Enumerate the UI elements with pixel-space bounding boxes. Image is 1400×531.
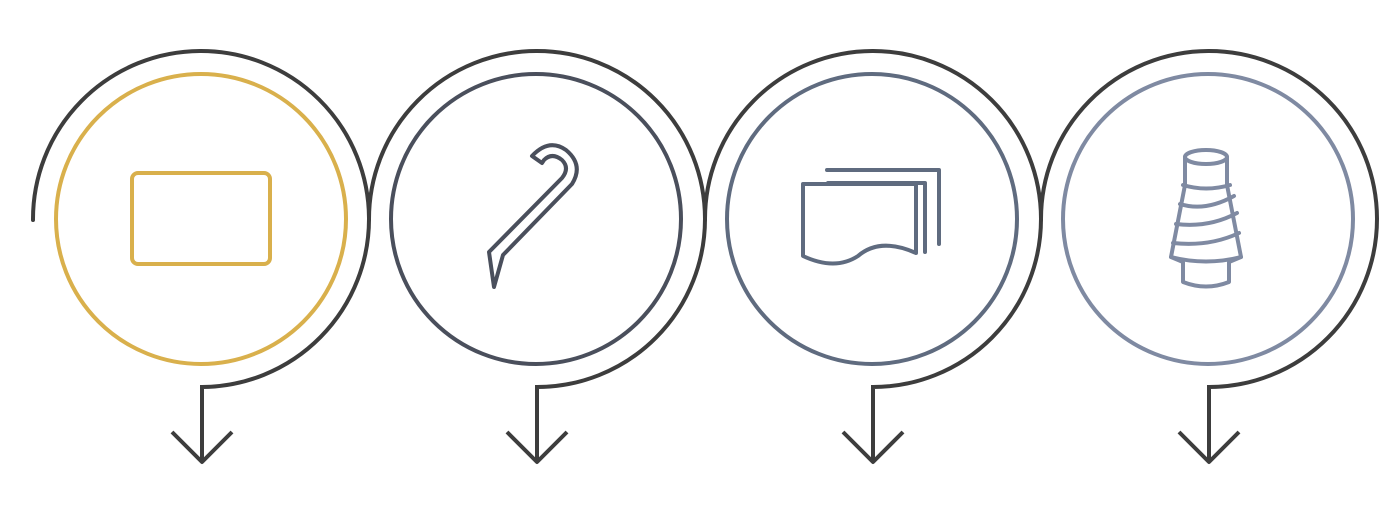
process-step-3 xyxy=(702,49,1043,464)
step-1-outer-arc xyxy=(30,49,371,462)
down-arrow-icon xyxy=(170,430,234,464)
step-3-ring xyxy=(725,72,1019,366)
step-4-ring xyxy=(1061,72,1355,366)
down-arrow-icon xyxy=(1177,430,1241,464)
step-2-ring xyxy=(389,72,683,366)
step-3-outer-arc xyxy=(702,49,1043,462)
id-card-icon xyxy=(130,171,272,266)
down-arrow-icon xyxy=(841,430,905,464)
down-arrow-icon xyxy=(505,430,569,464)
process-step-4 xyxy=(1038,49,1379,464)
crowbar-icon xyxy=(487,143,579,289)
documents-icon xyxy=(801,168,941,266)
process-step-1 xyxy=(30,49,371,464)
process-step-2 xyxy=(366,49,707,464)
step-4-outer-arc xyxy=(1038,49,1379,462)
step-1-ring xyxy=(54,72,348,366)
step-2-outer-arc xyxy=(366,49,707,462)
thread-spool-icon xyxy=(1169,148,1243,289)
